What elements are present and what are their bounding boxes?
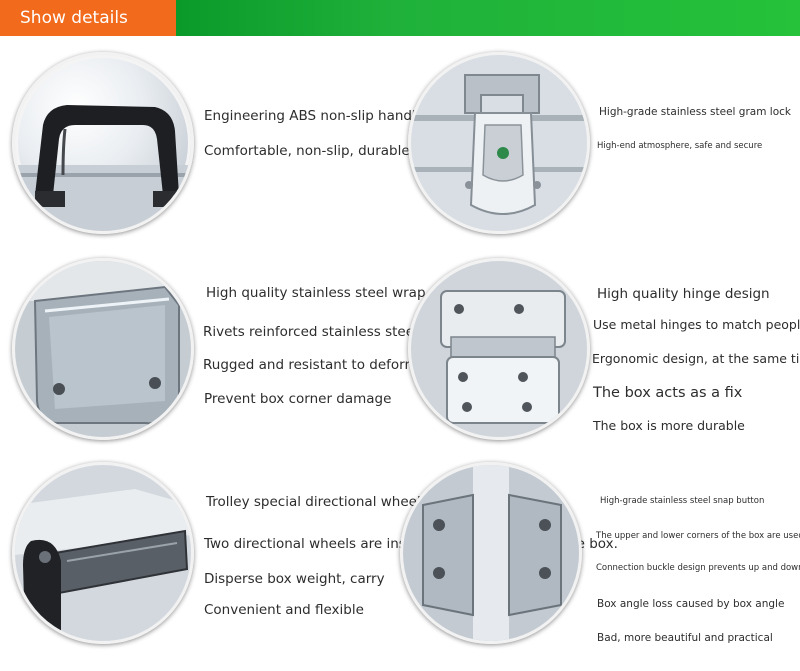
feature-6-line-5: Bad, more beautiful and practical: [597, 632, 773, 644]
feature-2-line-2: High-end atmosphere, safe and secure: [597, 141, 763, 151]
snap-button-photo: [400, 462, 582, 644]
feature-5-line-3: Disperse box weight, carry: [204, 571, 385, 587]
feature-6-line-2: The upper and lower corners of the box a…: [596, 531, 800, 541]
page-header: Show details: [0, 0, 800, 36]
feature-5-line-1: Trolley special directional wheel: [206, 494, 421, 510]
feature-6-line-1: High-grade stainless steel snap button: [600, 496, 765, 506]
feature-1-line-1: Engineering ABS non-slip handle: [204, 108, 425, 124]
feature-4-line-4: The box acts as a fix: [593, 385, 743, 401]
feature-6-line-4: Box angle loss caused by box angle: [597, 598, 785, 610]
feature-5-line-4: Convenient and flexible: [204, 602, 364, 618]
wheel-photo: [12, 462, 194, 644]
feature-4-line-1: High quality hinge design: [597, 286, 770, 302]
feature-4-line-5: The box is more durable: [593, 418, 745, 433]
lock-photo: [408, 52, 590, 234]
feature-4-line-3: Ergonomic design, at the same time: [592, 351, 800, 366]
handle-photo: [12, 52, 194, 234]
hinge-photo: [408, 258, 590, 440]
feature-4-line-2: Use metal hinges to match people: [593, 317, 800, 332]
feature-1-line-2: Comfortable, non-slip, durable: [204, 143, 410, 159]
show-details-tab: Show details: [0, 0, 176, 36]
corner-photo: [12, 258, 194, 440]
feature-3-line-4: Prevent box corner damage: [204, 391, 392, 407]
header-green-bar: [176, 0, 800, 36]
feature-6-line-3: Connection buckle design prevents up and…: [596, 563, 800, 573]
feature-3-line-3: Rugged and resistant to deformation: [203, 357, 452, 373]
feature-3-line-1: High quality stainless steel wrap angle: [206, 285, 468, 301]
feature-2-line-1: High-grade stainless steel gram lock: [599, 106, 791, 118]
